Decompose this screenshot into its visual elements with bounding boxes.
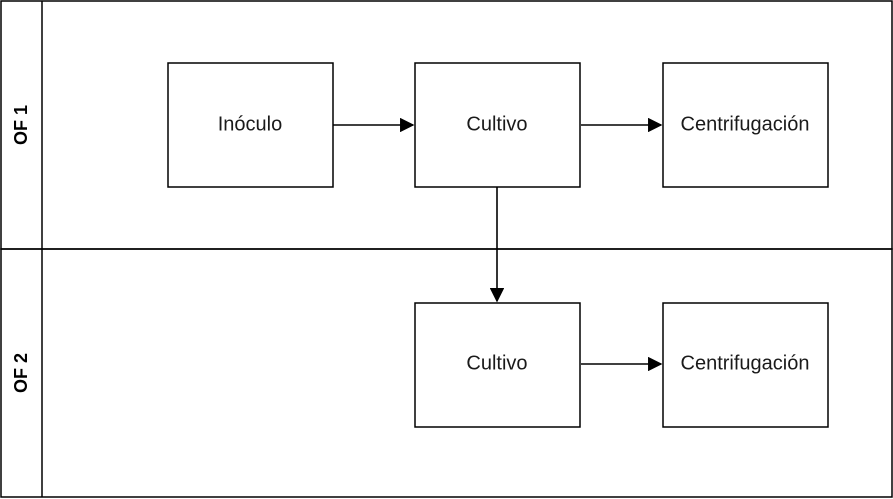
node-cultivo-1[interactable]: Cultivo <box>414 62 581 188</box>
node-cultivo-2[interactable]: Cultivo <box>414 302 581 428</box>
node-cultivo-2-label: Cultivo <box>466 352 527 374</box>
node-centrifugacion-1-label: Centrifugación <box>681 113 810 135</box>
lane-label-of-1: OF 1 <box>11 105 31 145</box>
node-centrifugacion-2-label: Centrifugación <box>681 352 810 374</box>
node-centrifugacion-1[interactable]: Centrifugación <box>662 62 829 188</box>
node-inoculo-label: Inóculo <box>218 113 283 135</box>
lane-of-2: OF 2 <box>0 248 893 498</box>
node-centrifugacion-2[interactable]: Centrifugación <box>662 302 829 428</box>
lane-label-of-2: OF 2 <box>11 353 31 393</box>
node-cultivo-1-label: Cultivo <box>466 113 527 135</box>
node-inoculo[interactable]: Inóculo <box>167 62 334 188</box>
